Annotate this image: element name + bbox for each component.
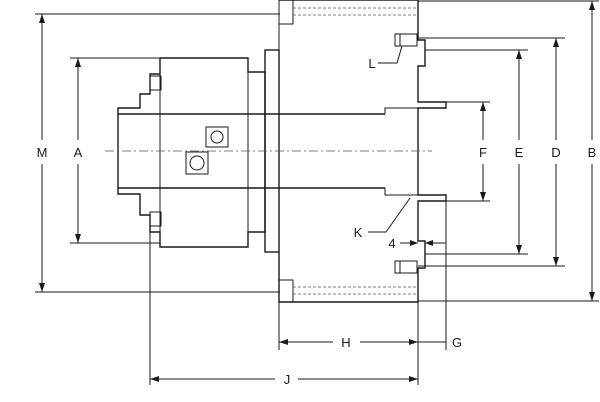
j-arrow-left	[150, 376, 159, 382]
label-g: G	[452, 335, 462, 350]
b-label-bg	[584, 142, 600, 162]
d-arrow-top	[553, 38, 559, 47]
grease-fitting-upper	[205, 126, 229, 148]
h-arrow-left	[279, 339, 288, 345]
label-d: D	[551, 145, 560, 160]
a-arrow-bottom	[75, 234, 81, 243]
e-label-bg	[511, 142, 527, 162]
d-label-bg	[548, 142, 564, 162]
a-label-bg	[70, 142, 86, 162]
f-arrow-bottom	[480, 192, 486, 201]
m-arrow-top	[39, 14, 45, 23]
dimension-labels: M A F E D B H G J K L 4	[34, 56, 600, 387]
bolt-head-bottom	[278, 279, 294, 303]
m-arrow-bottom	[39, 283, 45, 292]
label-k: K	[354, 225, 363, 240]
grease-fitting-lower	[185, 151, 209, 175]
left-key-top	[149, 75, 162, 91]
label-four: 4	[388, 236, 395, 251]
h-arrow-right	[409, 339, 418, 345]
f-arrow-top	[480, 102, 486, 111]
label-e: E	[515, 145, 524, 160]
label-f: F	[479, 145, 487, 160]
k-leader	[368, 197, 411, 233]
label-l: L	[368, 56, 375, 71]
bore-top-step	[384, 107, 418, 114]
d-arrow-bottom	[553, 257, 559, 266]
b-arrow-bottom	[589, 292, 595, 301]
dimension-lines	[35, 0, 599, 385]
e-arrow-top	[516, 50, 522, 59]
b-arrow-top	[589, 1, 595, 10]
m-label-bg	[34, 142, 50, 162]
label-a: A	[74, 145, 83, 160]
l-leader	[378, 45, 403, 64]
grease-fitting-upper-hole	[210, 130, 224, 144]
label-m: M	[37, 145, 48, 160]
four-arrow-right	[425, 240, 433, 246]
f-label-bg	[475, 142, 491, 162]
label-j: J	[284, 372, 291, 387]
bore-bottom-step	[384, 188, 418, 196]
j-arrow-right	[409, 376, 418, 382]
bolt-head-top	[278, 0, 294, 25]
screw-bottom	[394, 260, 418, 274]
e-arrow-bottom	[516, 245, 522, 254]
left-key-bottom	[149, 211, 162, 227]
four-arrow-left	[410, 240, 418, 246]
screw-top	[394, 33, 418, 47]
a-arrow-top	[75, 58, 81, 67]
label-h: H	[341, 335, 350, 350]
part-outline	[105, 0, 447, 303]
label-b: B	[588, 145, 597, 160]
grease-fitting-lower-hole	[189, 155, 205, 171]
